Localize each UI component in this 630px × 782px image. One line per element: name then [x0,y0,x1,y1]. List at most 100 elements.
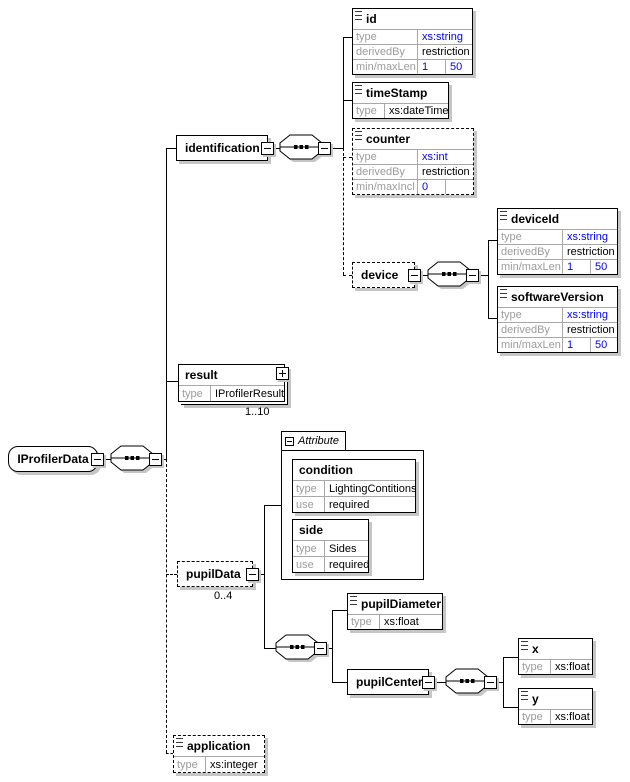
property-value: xs:float [384,616,419,628]
collapse-icon[interactable] [318,142,331,155]
collapse-icon[interactable] [314,642,327,655]
collapse-icon[interactable] [261,142,274,155]
property-value: required [329,558,370,571]
element-identification[interactable]: identification [176,135,268,161]
collapse-icon[interactable] [422,676,435,689]
property-value: xs:float [555,711,590,723]
trunk-line [166,148,167,459]
property-label: type [179,386,211,401]
type-link[interactable]: xs:string [422,31,463,43]
property-value: xs:float [555,661,590,673]
sequence-icon[interactable] [427,261,473,291]
element-application[interactable]: application type xs:integer [173,735,265,773]
property-value: required [329,498,370,511]
attribute-name: condition [299,463,353,477]
trunk-line-optional [166,459,167,753]
collapse-icon[interactable] [149,453,162,466]
facet-max: 50 [450,61,463,73]
sequence-icon[interactable] [110,445,156,475]
collapse-icon[interactable] [466,269,479,282]
property-value: IProfilerResult [215,387,285,400]
element-deviceid[interactable]: deviceId type xs:string derivedBy restri… [497,208,618,275]
element-pupildiameter[interactable]: pupilDiameter type xs:float [347,593,443,630]
connector-line [274,148,280,149]
facet-min: 1 [563,338,591,352]
property-label: min/maxLen [353,60,418,74]
element-name: identification [185,141,260,155]
element-pupildata[interactable]: pupilData [177,561,253,587]
element-iprofilerdata-root[interactable]: IProfilerData [8,446,98,472]
type-link[interactable]: xs:string [567,309,608,321]
facet-max [446,180,473,194]
element-name: deviceId [511,212,560,226]
annotation-icon [521,641,528,650]
property-label: use [293,557,325,572]
element-x[interactable]: x type xs:float [518,638,593,675]
property-label: derivedBy [498,245,563,259]
type-link[interactable]: xs:string [567,231,608,243]
facet-min: 1 [418,60,446,74]
element-id[interactable]: id type xs:string derivedBy restriction … [352,8,473,75]
collapse-icon[interactable] [285,436,294,446]
branch-result [166,381,178,382]
collapse-icon[interactable] [246,568,259,581]
branch-id [343,37,352,38]
facet-min: 0 [418,180,446,194]
trunk-line [264,505,265,648]
connector-line [104,459,111,460]
property-value: restriction [422,46,470,58]
sequence-icon[interactable] [279,134,325,164]
element-timestamp[interactable]: timeStamp type xs:dateTime [352,82,449,119]
property-label: type [353,150,418,164]
annotation-icon [176,738,183,747]
property-label: derivedBy [353,45,418,59]
connector-line [497,682,503,683]
multiplicity-label: 0..4 [214,590,233,602]
property-label: type [353,104,385,118]
property-value: restriction [422,166,470,178]
element-pupilcenter[interactable]: pupilCenter [347,669,429,695]
element-device[interactable]: device [352,262,415,288]
branch-application [166,753,173,754]
property-label: derivedBy [353,165,418,179]
element-softwareversion[interactable]: softwareVersion type xs:string derivedBy… [497,286,618,353]
trunk-line [343,37,344,148]
type-link[interactable]: xs:int [422,151,448,163]
multiplicity-label: 1..10 [245,406,270,418]
branch-counter [343,157,352,158]
expand-icon[interactable] [276,367,289,380]
property-value: xs:dateTime [389,105,449,117]
element-result[interactable]: result type IProfilerResult [178,364,285,402]
branch-device [343,275,352,276]
property-label: type [519,710,551,724]
collapse-icon[interactable] [484,676,497,689]
trunk-line [503,657,504,707]
element-counter[interactable]: counter type xs:int derivedBy restrictio… [352,128,474,195]
branch-pupildata [166,574,177,575]
element-name: pupilCenter [356,675,423,689]
branch-softwareversion [488,318,497,319]
element-name: y [532,692,539,706]
attribute-group-tab[interactable]: Attribute [281,431,346,451]
property-value: restriction [567,246,615,258]
branch-attribute-group [264,505,281,506]
collapse-icon[interactable] [408,269,421,282]
property-label: type [293,481,325,496]
branch-sequence [264,648,276,649]
attribute-side[interactable]: side type Sides use required [292,519,369,573]
sequence-icon[interactable] [445,668,491,698]
sequence-icon[interactable] [275,634,321,664]
annotation-icon [355,11,362,20]
collapse-icon[interactable] [91,453,104,466]
facet-min: 1 [563,260,591,274]
element-name: IProfilerData [17,452,89,466]
attribute-name: side [299,523,324,537]
element-y[interactable]: y type xs:float [518,688,593,725]
trunk-line [488,240,489,318]
annotation-icon [500,211,507,220]
property-label: min/maxLen [498,260,563,274]
property-label: type [353,30,418,44]
branch-y [503,707,518,708]
attribute-condition[interactable]: condition type LightingContitions use re… [292,459,416,513]
